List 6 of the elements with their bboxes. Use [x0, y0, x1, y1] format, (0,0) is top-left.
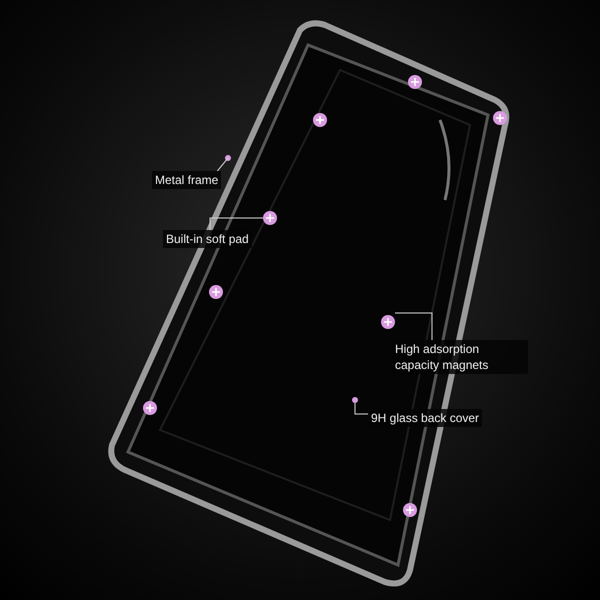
callout-label: Built-in soft pad — [163, 230, 252, 248]
leader-line — [210, 218, 264, 230]
leader-line — [354, 402, 368, 414]
leader-line — [394, 312, 432, 340]
leader-line — [216, 158, 228, 172]
callout-label: Metal frame — [152, 171, 222, 189]
